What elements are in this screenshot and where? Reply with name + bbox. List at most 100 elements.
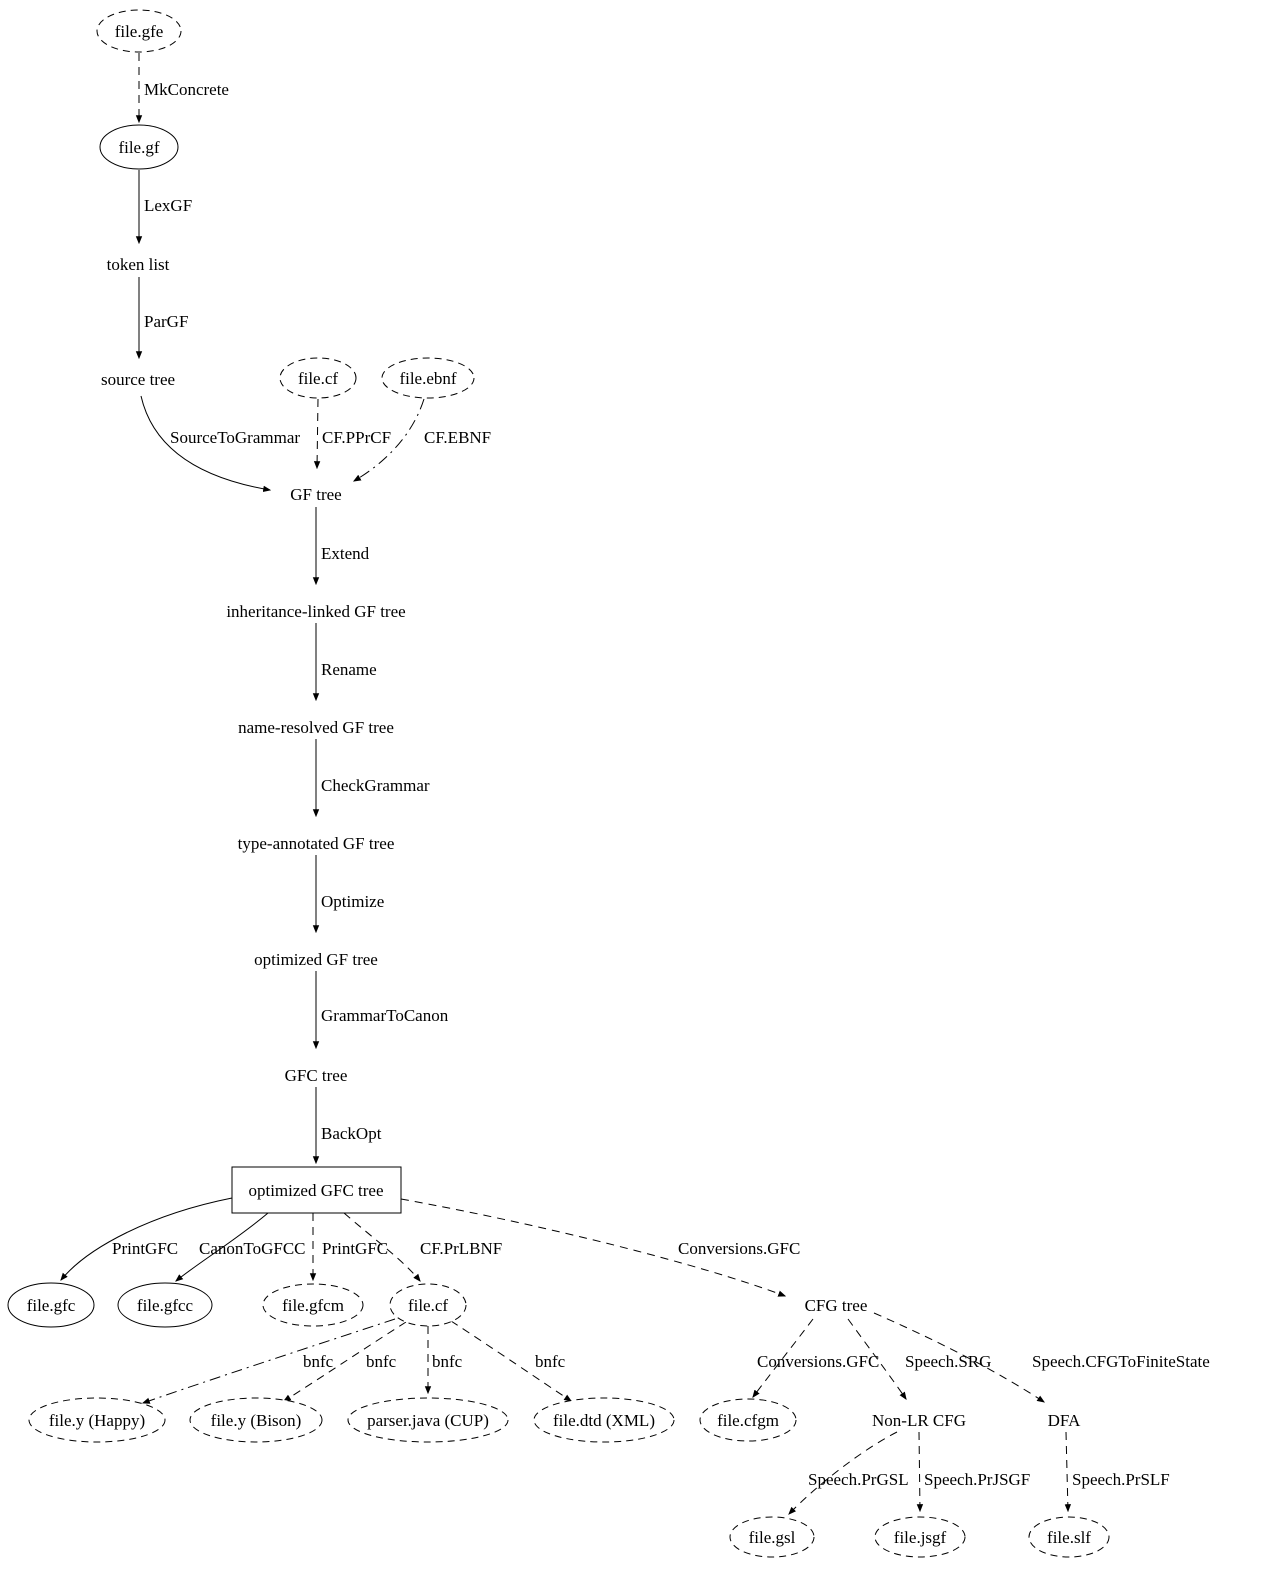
node-file-dtd-xml-label: file.dtd (XML) [553, 1411, 655, 1430]
node-file-gfc-shape [7, 1282, 95, 1328]
edge-checkgrammar: CheckGrammar [312, 739, 430, 818]
node-optimized-gfc-tree-shape [231, 1166, 402, 1214]
edge-pargf-label: ParGF [144, 312, 188, 331]
node-file-gfcc: file.gfcc [117, 1282, 213, 1328]
edge-bnfc-bison-label: bnfc [366, 1352, 397, 1371]
edge-cf-pprcf-line [313, 398, 321, 470]
edge-sourcetogrammar-line [140, 395, 272, 493]
edge-bnfc-bison-line [282, 1321, 407, 1402]
edge-pargf: ParGF [135, 277, 188, 360]
edge-bnfc-xml-line [450, 1320, 572, 1402]
edge-backopt: BackOpt [312, 1087, 382, 1165]
node-type-annotated-gf-tree-label: type-annotated GF tree [238, 834, 395, 853]
node-file-cf-input: file.cf [279, 357, 357, 399]
node-source-tree: source tree [101, 370, 175, 389]
node-dfa-label: DFA [1048, 1411, 1081, 1430]
node-optimized-gf-tree-label: optimized GF tree [254, 950, 378, 969]
node-file-cfgm: file.cfgm [699, 1398, 797, 1442]
node-inheritance-linked-gf-tree-label: inheritance-linked GF tree [226, 602, 405, 621]
edge-speech-prjsgf-line [916, 1431, 924, 1513]
edge-extend: Extend [312, 507, 370, 586]
node-file-slf-label: file.slf [1047, 1528, 1091, 1547]
edge-speech-srg: Speech.SRG [847, 1318, 991, 1400]
edge-grammartocanon: GrammarToCanon [312, 971, 449, 1050]
node-file-gfc: file.gfc [7, 1282, 95, 1328]
node-file-ebnf-label: file.ebnf [399, 369, 456, 388]
node-file-gsl-shape [729, 1516, 815, 1558]
node-file-jsgf: file.jsgf [874, 1516, 966, 1558]
edge-cf-pprcf-label: CF.PPrCF [322, 428, 391, 447]
node-file-cf-output: file.cf [389, 1283, 467, 1327]
node-file-slf-shape [1028, 1516, 1110, 1558]
edge-speech-prgsl: Speech.PrGSL [788, 1431, 909, 1515]
node-file-y-happy-label: file.y (Happy) [49, 1411, 145, 1430]
edge-conversions-gfc-1: Conversions.GFC [400, 1198, 800, 1297]
node-file-gfcm-shape [262, 1283, 364, 1327]
edge-conversions-gfc-2: Conversions.GFC [752, 1318, 879, 1398]
node-file-cfgm-shape [699, 1398, 797, 1442]
node-file-slf: file.slf [1028, 1516, 1110, 1558]
edge-conversions-gfc-2-line [752, 1318, 814, 1398]
node-file-gfe-shape [96, 9, 182, 53]
edge-speech-cfgtofinitestate-line [873, 1312, 1046, 1403]
node-parser-java-cup: parser.java (CUP) [347, 1397, 509, 1443]
node-file-dtd-xml: file.dtd (XML) [533, 1397, 675, 1443]
edge-printgfc-left-label: PrintGFC [112, 1239, 178, 1258]
node-gfc-tree-label: GFC tree [285, 1066, 348, 1085]
edge-conversions-gfc-2-label: Conversions.GFC [757, 1352, 879, 1371]
node-non-lr-cfg: Non-LR CFG [872, 1411, 966, 1430]
edge-checkgrammar-label: CheckGrammar [321, 776, 430, 795]
edge-speech-srg-label: Speech.SRG [905, 1352, 991, 1371]
node-file-gfcc-label: file.gfcc [137, 1296, 194, 1315]
edge-cf-prlbnf-label: CF.PrLBNF [420, 1239, 502, 1258]
edge-cf-ebnf: CF.EBNF [352, 398, 491, 482]
node-file-y-bison-shape [189, 1397, 323, 1443]
edge-rename: Rename [312, 623, 377, 702]
node-file-gfcc-shape [117, 1282, 213, 1328]
edge-speech-prslf: Speech.PrSLF [1064, 1431, 1170, 1513]
edge-speech-prgsl-label: Speech.PrGSL [808, 1470, 909, 1489]
node-token-list: token list [107, 255, 170, 274]
edge-extend-label: Extend [321, 544, 370, 563]
edge-grammartocanon-label: GrammarToCanon [321, 1006, 449, 1025]
edge-optimize: Optimize [312, 855, 384, 934]
node-file-cf-output-label: file.cf [408, 1296, 448, 1315]
edge-speech-prgsl-line [788, 1431, 898, 1515]
edge-cf-ebnf-label: CF.EBNF [424, 428, 491, 447]
node-file-cf-input-shape [279, 357, 357, 399]
node-inheritance-linked-gf-tree: inheritance-linked GF tree [226, 602, 405, 621]
edge-speech-prslf-line [1064, 1431, 1072, 1513]
node-parser-java-cup-label: parser.java (CUP) [367, 1411, 489, 1430]
edge-canontogfcc-label: CanonToGFCC [199, 1239, 306, 1258]
node-file-y-bison: file.y (Bison) [189, 1397, 323, 1443]
edge-bnfc-happy-line [141, 1318, 396, 1404]
edge-cf-prlbnf: CF.PrLBNF [343, 1212, 502, 1282]
node-file-jsgf-label: file.jsgf [894, 1528, 947, 1547]
edge-canontogfcc-line [175, 1212, 269, 1282]
node-optimized-gfc-tree: optimized GFC tree [231, 1166, 402, 1214]
node-token-list-label: token list [107, 255, 170, 274]
edge-printgfc-left-line [60, 1197, 233, 1281]
node-source-tree-label: source tree [101, 370, 175, 389]
edge-canontogfcc: CanonToGFCC [175, 1212, 306, 1282]
edge-conversions-gfc-1-label: Conversions.GFC [678, 1239, 800, 1258]
edge-bnfc-xml: bnfc [450, 1320, 572, 1402]
edge-speech-cfgtofinitestate: Speech.CFGToFiniteState [873, 1312, 1210, 1403]
node-dfa: DFA [1048, 1411, 1081, 1430]
edge-speech-cfgtofinitestate-label: Speech.CFGToFiniteState [1032, 1352, 1210, 1371]
edge-mkconcrete: MkConcrete [135, 53, 229, 124]
edge-backopt-label: BackOpt [321, 1124, 382, 1143]
node-name-resolved-gf-tree-label: name-resolved GF tree [238, 718, 394, 737]
node-file-gf-shape [99, 124, 179, 170]
node-optimized-gfc-tree-label: optimized GFC tree [248, 1181, 383, 1200]
node-file-y-happy-shape [28, 1397, 166, 1443]
node-gfc-tree: GFC tree [285, 1066, 348, 1085]
edge-speech-srg-line [847, 1318, 907, 1400]
node-file-ebnf: file.ebnf [381, 357, 475, 399]
node-file-gfe-label: file.gfe [115, 22, 164, 41]
edge-lexgf: LexGF [135, 170, 192, 245]
edge-cf-prlbnf-line [343, 1212, 421, 1282]
node-type-annotated-gf-tree: type-annotated GF tree [238, 834, 395, 853]
